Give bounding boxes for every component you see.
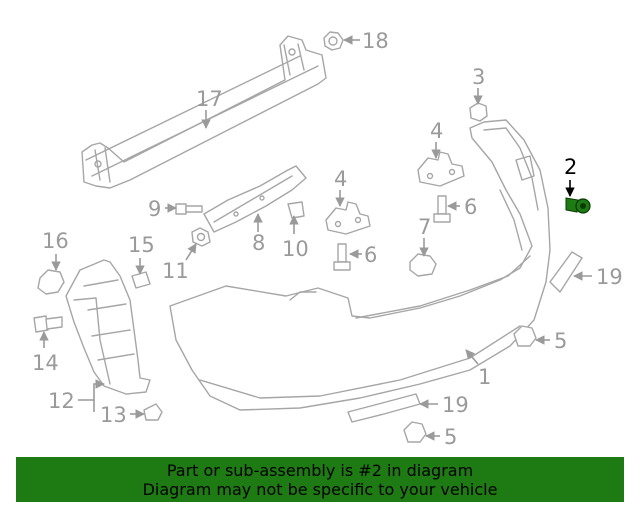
banner-line-2: Diagram may not be specific to your vehi… [142,479,498,499]
clip-part-3 [469,102,488,122]
callout-16: 16 [42,229,69,253]
callout-5-upper: 5 [554,329,567,353]
reinforcement-beam-part-17 [81,35,327,189]
callout-18: 18 [362,29,389,53]
bolt-part-6-lower [333,243,351,271]
callout-13: 13 [100,403,127,427]
callout-8: 8 [252,231,265,255]
callout-11: 11 [162,259,189,283]
bracket-part-4-upper [417,151,465,187]
callout-7: 7 [418,215,431,239]
callout-3: 3 [472,65,485,89]
callout-6-upper: 6 [464,195,477,219]
clip-part-15 [131,271,151,289]
reflector-part-19-right [549,251,583,293]
banner-line-1: Part or sub-assembly is #2 in diagram [166,460,474,480]
callout-10: 10 [282,237,309,261]
nut-part-11 [191,227,211,247]
screw-part-2-highlighted [565,197,591,214]
leader-lines [39,35,592,441]
callout-15: 15 [128,233,155,257]
callout-4-lower: 4 [334,167,347,191]
callout-6-lower: 6 [364,243,377,267]
callout-5-lower: 5 [444,425,457,449]
callout-14: 14 [32,351,59,375]
bumper-cover-part-1 [169,119,551,411]
callout-2-highlighted: 2 [564,155,577,179]
bumper-bracket-part-12 [65,259,151,395]
callout-19-right: 19 [596,265,623,289]
nut-part-18 [323,31,344,51]
bolt-part-6-upper [433,195,451,223]
info-banner: Part or sub-assembly is #2 in diagram Di… [16,457,624,502]
callout-19-lower: 19 [442,393,469,417]
callout-4-upper: 4 [430,119,443,143]
callout-17: 17 [196,87,223,111]
bracket-part-7 [409,253,437,277]
callout-9: 9 [148,197,161,221]
side-bracket-part-8 [203,165,307,233]
bracket-part-4-lower [325,201,371,235]
callout-12: 12 [48,389,75,413]
clip-part-10 [287,201,305,219]
push-clip-part-5-lower [403,421,427,443]
clip-part-13 [143,403,163,421]
bolt-part-9 [175,203,203,215]
bolt-part-14 [33,315,63,333]
callout-1: 1 [478,365,491,389]
push-clip-part-16 [37,269,65,295]
